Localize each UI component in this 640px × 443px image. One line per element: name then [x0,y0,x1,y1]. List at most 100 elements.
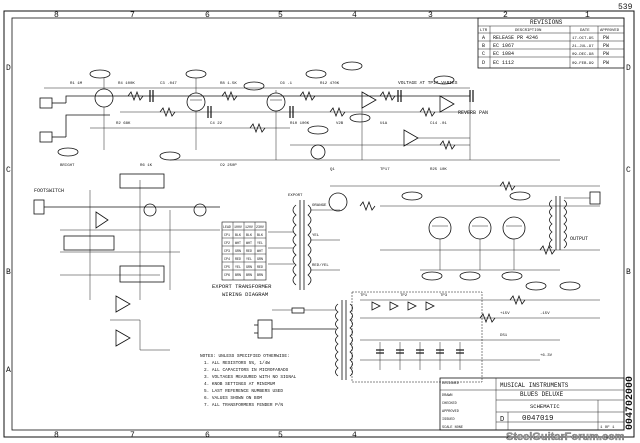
export-cell: BRN [246,273,252,277]
output-label: OUTPUT [570,236,588,242]
capacitors-preamp [149,90,474,118]
company-name: MUSICAL INSTRUMENTS [500,382,569,389]
revisions-title: REVISIONS [530,19,563,26]
grid-row-B-left: B [6,268,11,277]
page-number: 539 [618,3,633,12]
svg-text:EXPORT: EXPORT [288,194,303,198]
svg-text:R10 100K: R10 100K [290,122,310,126]
output-transformer [549,196,567,250]
export-header: 100V [234,225,242,229]
transistor-q1 [310,144,326,160]
rev-desc: EC 1067 [493,43,514,49]
grid-labels-left: D C B A [6,64,11,375]
grid-col-2-top: 2 [503,11,508,20]
preamp-circuit: VOLTAGE AT TP17 VARIES REVERB PAN [39,61,560,161]
export-transformer-table: LEAD 100V 120V 230V CP1 BLK BLK BLK CP2 … [212,221,272,298]
svg-text:RED/YEL: RED/YEL [312,263,329,268]
rev-date: 09-FEB-99 [572,62,594,66]
site-watermark: SteelGuitarForum.com [506,431,625,443]
grid-col-1-top: 1 [585,11,590,20]
grid-labels-bottom: 8 7 6 5 4 [54,431,357,440]
svg-text:CHECKED: CHECKED [442,402,457,406]
grid-col-7-top: 7 [130,11,135,20]
svg-text:C9 250P: C9 250P [220,164,237,168]
input-jack-1 [39,97,66,109]
filter-caps [376,342,464,370]
phase-inverter [328,192,348,212]
rev-ltr: A [482,35,485,41]
opamp-u3 [439,95,455,113]
export-cell: WHT [235,241,241,245]
svg-text:TP17: TP17 [380,168,390,172]
drawing-number: 0047019 [522,415,554,423]
svg-text:R12 470K: R12 470K [320,82,340,86]
export-cell: CP6 [224,273,230,277]
note-line: 3. VOLTAGES MEASURED WITH NO SIGNAL [204,375,297,380]
note-line: 7. ALL TRANSFORMERS FENDER P/N [204,403,283,408]
revisions-block: REVISIONS LTR DESCRIPTION DATE APPROVED … [477,17,625,69]
export-cell: YEL [235,265,241,269]
footswitch-label: FOOTSWITCH [34,188,64,194]
sheet-number: 1 OF 1 [600,426,615,430]
note-line: 1. ALL RESISTORS 5%, 1/4W [204,361,270,366]
svg-text:V2B: V2B [336,122,344,126]
svg-text:ORANGE: ORANGE [312,204,327,208]
export-cell: YEL [246,257,252,261]
rev-appr: PW [603,43,609,49]
grid-col-5-top: 5 [278,11,283,20]
resistors-preamp [127,90,456,151]
input-jack-2 [39,131,66,143]
export-caption-2: WIRING DIAGRAM [222,291,268,298]
note-line: 4. KNOB SETTINGS AT MINIMUM [204,382,276,387]
grid-col-6-top: 6 [205,11,210,20]
voltage-note: VOLTAGE AT TP17 VARIES [398,80,458,86]
rev-appr: PW [603,51,609,57]
export-cell: CP1 [224,233,230,237]
svg-text:C3 .047: C3 .047 [160,82,177,86]
svg-text:+15V: +15V [500,312,510,316]
rev-date: 17-OCT-95 [572,37,594,41]
svg-text:Q1: Q1 [330,168,335,172]
opamp-u2 [403,129,419,147]
export-header: LEAD [223,225,231,229]
product-name: BLUES DELUXE [520,391,564,398]
export-cell: GRN [235,249,241,253]
svg-text:R6 1K: R6 1K [140,164,153,168]
export-cell: BRN [235,273,241,277]
export-cell: RED [257,265,263,269]
rev-ltr: D [482,60,485,66]
power-amp-circuit: OUTPUT [328,180,601,281]
grid-row-D-right: D [626,64,631,73]
vertical-traces [103,78,471,160]
schematic-word: SCHEMATIC [530,403,560,410]
note-line: 5. LAST REFERENCE NUMBERS USED [204,389,283,394]
grid-col-8-bottom: 8 [54,431,59,440]
svg-text:TP2: TP2 [400,294,408,298]
export-cell: CP4 [224,257,230,261]
grid-row-D-left: D [6,64,11,73]
svg-text:-15V: -15V [540,312,550,316]
rev-ltr: C [482,51,485,57]
export-cell: RED [235,257,241,261]
svg-text:TP3: TP3 [440,294,448,298]
svg-text:R25 10K: R25 10K [430,168,447,172]
ac-plug [254,319,336,339]
grid-col-3-top: 3 [428,11,433,20]
export-header: 230V [256,225,264,229]
svg-text:R4 100K: R4 100K [118,82,135,86]
svg-text:R2 68K: R2 68K [116,122,131,126]
svg-text:SCALE NONE: SCALE NONE [442,426,463,430]
outer-border [3,10,635,438]
export-cell: RED [246,249,252,253]
rev-header-date: DATE [580,29,590,33]
size-letter: D [500,416,504,424]
rev-appr: PW [603,60,609,66]
reverb-label: REVERB PAN [458,110,488,116]
potentiometers [57,61,455,161]
export-cell: BLK [246,233,252,237]
export-cell: CP3 [224,249,230,253]
